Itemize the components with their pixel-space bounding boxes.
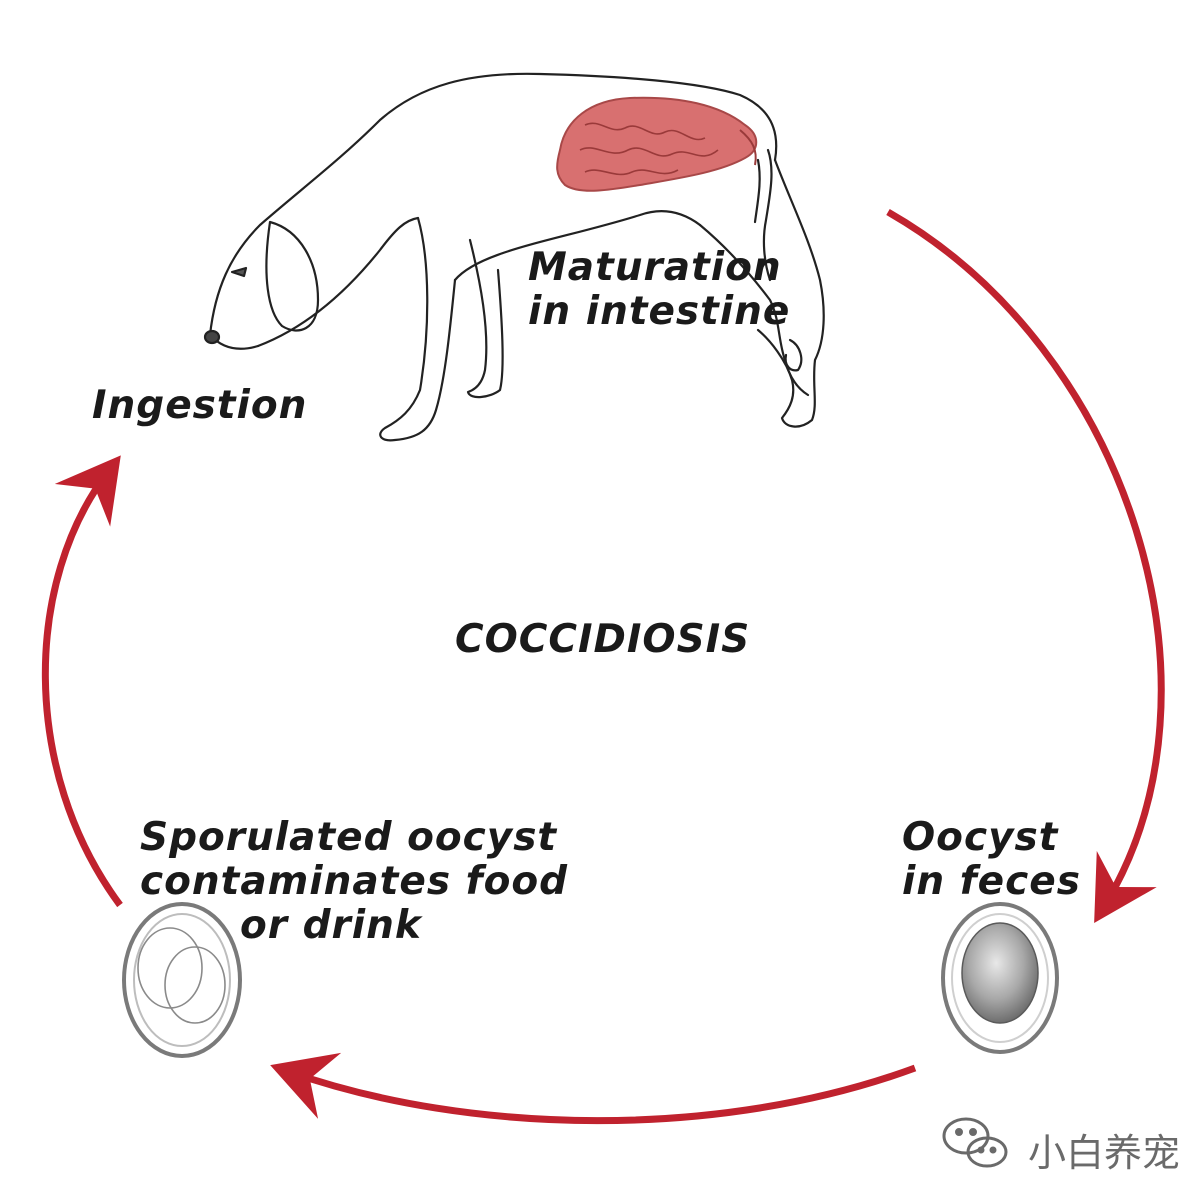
diagram-title: COCCIDIOSIS bbox=[455, 617, 751, 662]
arrow-feces-to-sporulated bbox=[270, 1052, 917, 1125]
sporulated-oocyst-icon bbox=[122, 902, 242, 1058]
stage-label-feces: Oocyst in feces bbox=[902, 815, 1081, 904]
intestine-illustration bbox=[556, 96, 758, 192]
stage-label-maturation: Maturation in intestine bbox=[528, 245, 791, 334]
watermark-text: 小白养宠 bbox=[1028, 1131, 1181, 1175]
stage-label-sporulated: Sporulated oocyst contaminates food or d… bbox=[140, 815, 569, 948]
oocyst-icon bbox=[941, 902, 1059, 1054]
wechat-icon bbox=[942, 1117, 1008, 1168]
stage-label-ingestion: Ingestion bbox=[92, 383, 308, 428]
arrow-intestine-to-feces bbox=[886, 208, 1165, 923]
arrow-sporulated-to-ingestion bbox=[41, 455, 123, 908]
dog-illustration bbox=[203, 72, 825, 442]
